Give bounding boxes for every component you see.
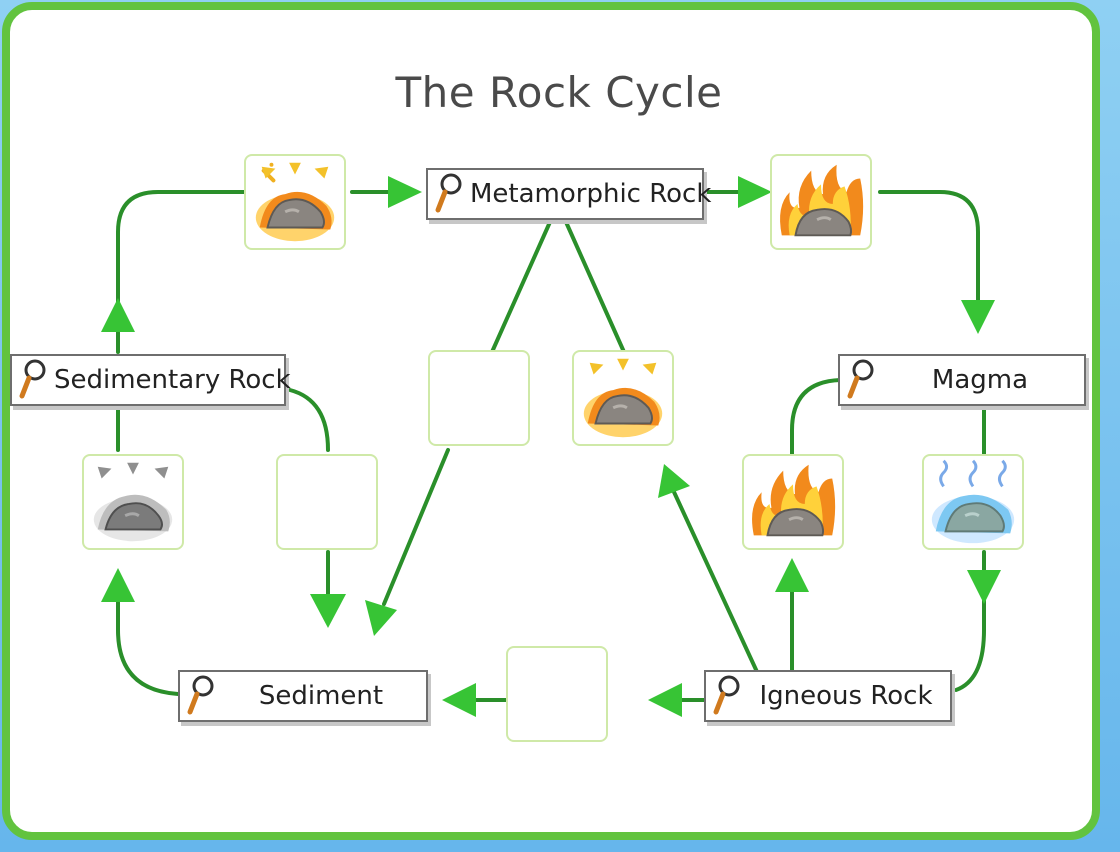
- node-label: Sediment: [258, 681, 384, 711]
- magnifier-icon[interactable]: [712, 674, 742, 718]
- arrow-igneous-to-heat-center: [672, 490, 760, 676]
- heat-pressure-icon: [583, 358, 663, 438]
- cooling-icon: [931, 459, 1015, 544]
- magnifier-icon[interactable]: [434, 172, 464, 216]
- diagram-frame: The Rock Cycle: [2, 2, 1100, 840]
- arrow-metamorphic-to-weathering: [490, 220, 552, 354]
- arrow-melting-to-magma: [878, 190, 980, 312]
- heat-pressure-icon: [255, 162, 335, 242]
- magnifier-icon[interactable]: [18, 358, 48, 402]
- melting-icon: [752, 464, 836, 537]
- node-magma[interactable]: Magma: [838, 354, 1086, 406]
- compaction-icon: [93, 462, 173, 542]
- process-tile-compaction[interactable]: [82, 454, 184, 550]
- process-tile-empty-center[interactable]: [428, 350, 530, 446]
- node-igneous-rock[interactable]: Igneous Rock: [704, 670, 952, 722]
- cycle-arrows: [101, 176, 1001, 717]
- magnifier-icon[interactable]: [186, 674, 216, 718]
- arrow-cooling-to-igneous: [954, 550, 986, 692]
- diagram-title: The Rock Cycle: [395, 68, 723, 117]
- node-metamorphic-rock[interactable]: Metamorphic Rock: [426, 168, 711, 220]
- process-tile-cooling[interactable]: [922, 454, 1024, 550]
- arrow-melting-to-magma-right: [790, 378, 842, 456]
- process-tile-melting-right[interactable]: [742, 454, 844, 550]
- process-tile-heat-pressure-center[interactable]: [572, 350, 674, 446]
- node-label: Sedimentary Rock: [54, 365, 291, 395]
- melting-icon: [780, 164, 864, 237]
- process-tile-melting-top[interactable]: [770, 154, 872, 250]
- arrow-weathering-center-to-sediment: [382, 448, 450, 606]
- magnifier-icon[interactable]: [846, 358, 876, 402]
- arrow-metamorphic-to-heat-center: [564, 220, 626, 354]
- node-label: Magma: [931, 365, 1029, 395]
- node-sediment[interactable]: Sediment: [178, 670, 428, 722]
- process-tile-empty-bottom[interactable]: [506, 646, 608, 742]
- process-tile-heat-pressure-top[interactable]: [244, 154, 346, 250]
- node-sedimentary-rock[interactable]: Sedimentary Rock: [10, 354, 291, 406]
- arrow-sediment-to-compaction: [116, 588, 180, 696]
- process-tile-empty-left[interactable]: [276, 454, 378, 550]
- node-label: Igneous Rock: [759, 681, 933, 711]
- node-label: Metamorphic Rock: [470, 179, 712, 209]
- arrow-sedimentary-to-weathering: [288, 388, 330, 452]
- arrow-sedimentary-to-heat: [116, 190, 254, 354]
